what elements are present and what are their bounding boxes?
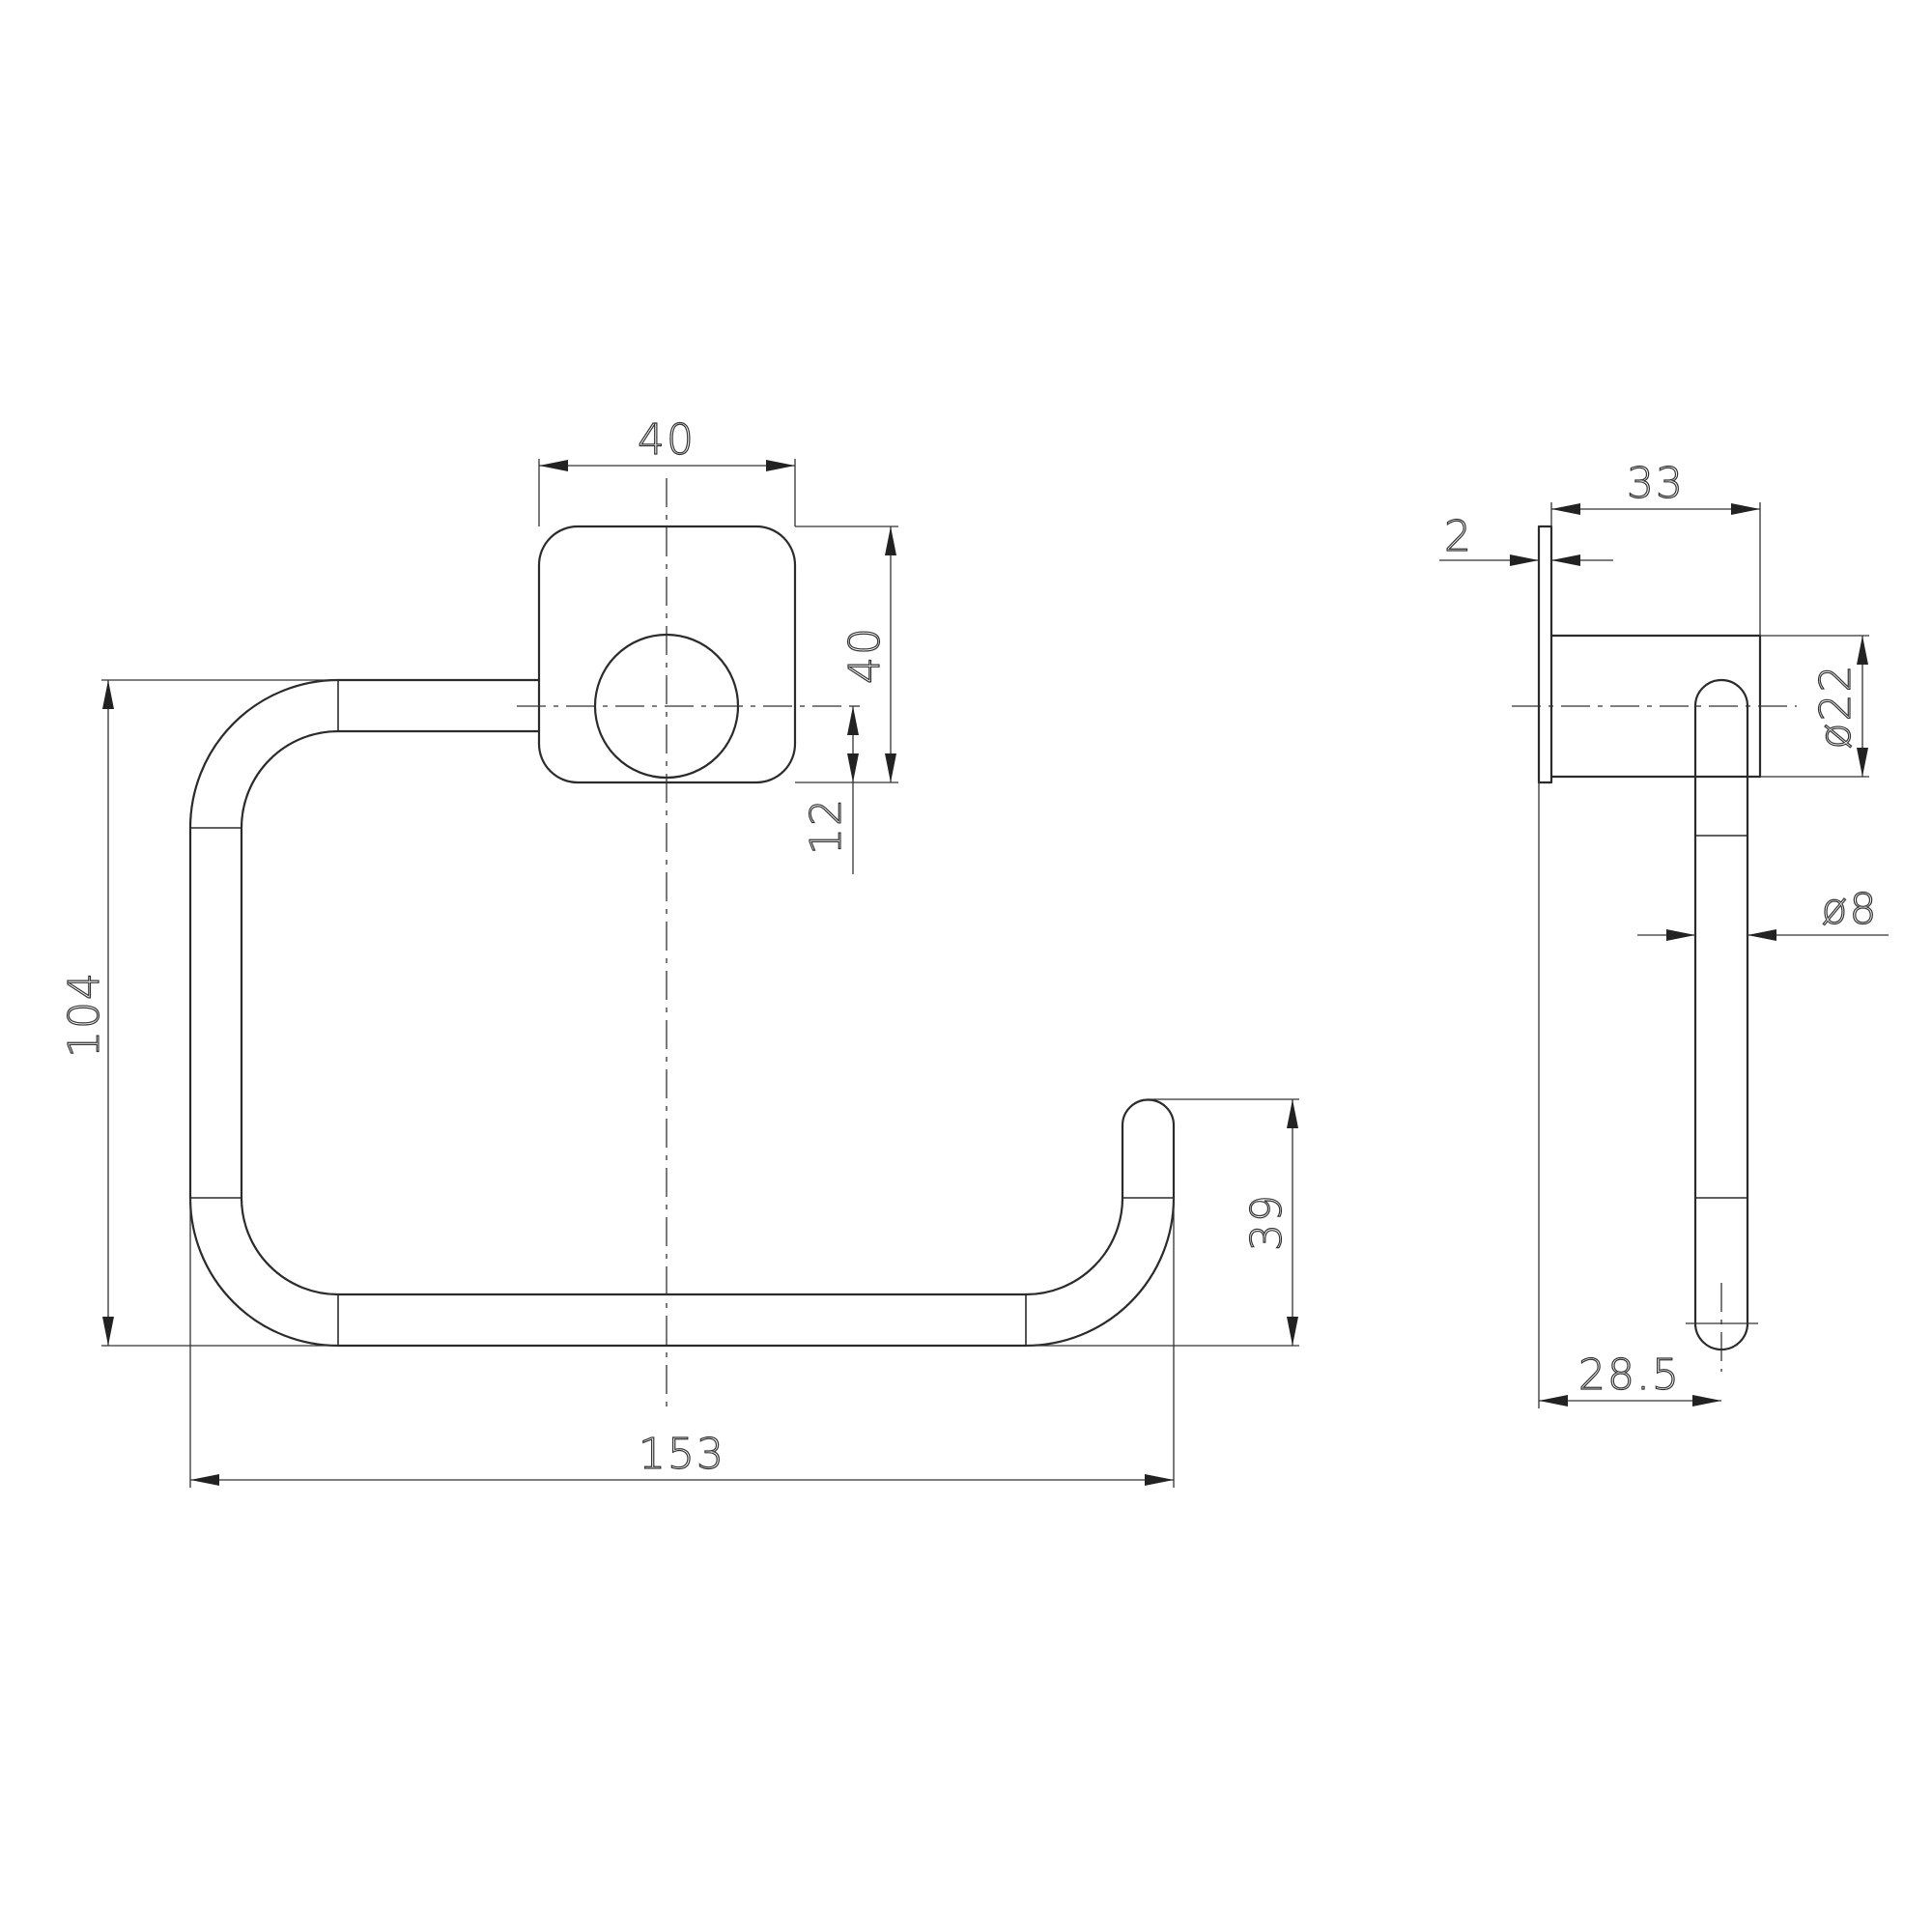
dimension-arrow	[539, 460, 568, 471]
dim-boss-diameter: ø22	[1811, 664, 1861, 750]
dimension-arrow	[1857, 748, 1868, 777]
dimension-arrow	[1539, 1395, 1568, 1406]
dim-rod-offset: 28.5	[1578, 1350, 1681, 1400]
dimension-arrow	[766, 460, 795, 471]
side-view: 33 2 ø22 ø8 28.5	[1439, 458, 1889, 1408]
dim-overall-height: 104	[60, 971, 109, 1058]
dim-arm-offset: 12	[802, 797, 851, 855]
dimension-arrow	[1747, 929, 1776, 941]
dim-hook-height: 39	[1242, 1193, 1292, 1251]
dimension-arrow	[1145, 1474, 1174, 1486]
dimension-arrow	[102, 680, 114, 709]
dimension-arrow	[190, 1474, 219, 1486]
dimension-arrow	[1287, 1317, 1298, 1346]
dimension-arrow	[1857, 636, 1868, 665]
dimension-arrow	[1510, 554, 1539, 566]
dim-backplate-height: 40	[840, 626, 890, 684]
dimension-arrow	[847, 706, 859, 735]
rod-outline	[1693, 678, 1749, 1351]
dimension-arrow	[885, 526, 896, 555]
dim-rod-diameter: ø8	[1822, 885, 1879, 934]
hook-end-cap	[1121, 1098, 1176, 1127]
dimension-arrow	[1551, 554, 1580, 566]
dimension-arrow	[847, 753, 859, 782]
dimension-arrow	[1731, 503, 1760, 515]
dim-plate-thickness: 2	[1444, 512, 1473, 561]
dim-backplate-width: 40	[638, 415, 696, 465]
wall-plate-outline	[1537, 525, 1553, 784]
dimension-arrow	[885, 753, 896, 782]
dimension-arrow	[1666, 929, 1695, 941]
ring-outer-outline	[188, 678, 1176, 1348]
ring-inner-outline	[240, 729, 1124, 1296]
dimension-arrow	[1287, 1099, 1298, 1128]
dimension-arrow	[1551, 503, 1580, 515]
dim-overall-width: 153	[639, 1430, 725, 1479]
dimension-arrow	[1692, 1395, 1721, 1406]
dimension-arrow	[102, 1317, 114, 1346]
dim-projection-depth: 33	[1627, 459, 1685, 508]
front-view: 40 40 12 104 39 153	[59, 414, 1299, 1488]
